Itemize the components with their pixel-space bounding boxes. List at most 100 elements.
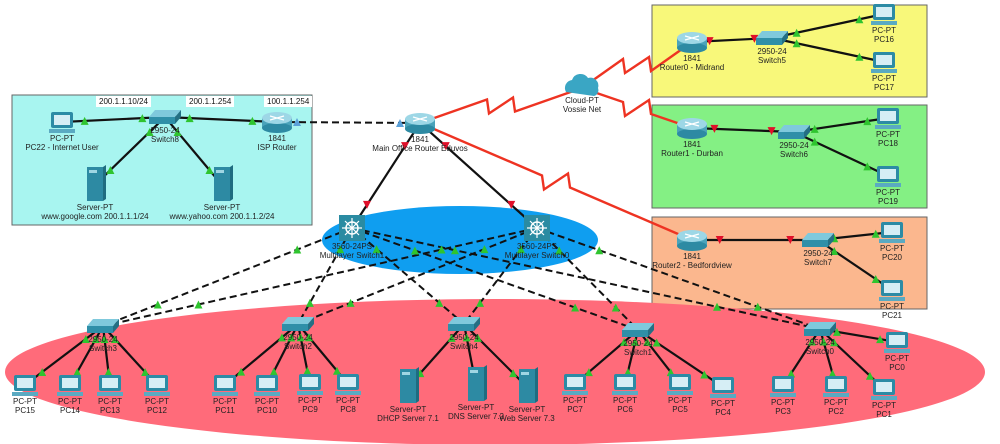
device-mls1[interactable] (339, 215, 365, 241)
link-status-switch3-pc12 (110, 334, 119, 343)
device-google[interactable] (87, 165, 106, 201)
serial-link-cloud-router0[interactable] (581, 41, 693, 89)
link-mls1-switch2[interactable] (297, 227, 353, 325)
link-switch5-pc17[interactable] (771, 36, 885, 64)
link-status-switch4-dns (462, 333, 471, 342)
link-mls0-switch1[interactable] (536, 227, 639, 331)
link-mls1-switch0[interactable] (351, 227, 821, 330)
device-pc15[interactable] (12, 375, 38, 396)
device-switch3[interactable] (87, 319, 119, 333)
device-pc1[interactable] (871, 379, 897, 400)
link-mls1-switch1[interactable] (351, 227, 639, 331)
link-status-mls1-switch1 (571, 303, 580, 312)
link-main_router-mls0[interactable] (419, 122, 538, 229)
device-switch8[interactable] (149, 110, 181, 124)
device-switch7[interactable] (802, 233, 834, 247)
device-pc21[interactable] (879, 280, 905, 301)
link-switch8-isp_router[interactable] (164, 115, 278, 124)
link-status-switch1-pc5 (643, 337, 652, 346)
server-icon (87, 167, 103, 201)
device-pc8[interactable] (335, 374, 361, 395)
link-mls1-switch4[interactable] (351, 227, 465, 325)
device-pc20[interactable] (879, 222, 905, 243)
link-status-switch6-pc19 (863, 162, 872, 171)
device-pc4[interactable] (710, 377, 736, 398)
link-mls0-switch4[interactable] (463, 227, 538, 325)
device-yahoo[interactable] (214, 165, 233, 201)
link-status-switch0-pc3 (807, 337, 816, 346)
ip-label-switch8-gw: 200.1.1.254 (186, 96, 235, 107)
link-pc22-switch8[interactable] (61, 115, 166, 124)
link-status-mls1-switch0 (450, 246, 459, 255)
device-pc0[interactable] (884, 332, 910, 353)
link-status-mls0-switch4 (476, 298, 485, 307)
link-switch6-pc19[interactable] (793, 131, 889, 177)
link-switch5-pc16[interactable] (771, 12, 885, 40)
link-status-switch0-pc2 (828, 369, 837, 378)
device-pc17[interactable] (871, 52, 897, 73)
link-isp_router-main_router[interactable] (276, 121, 421, 124)
device-pc16[interactable] (871, 4, 897, 25)
device-pc11[interactable] (212, 375, 238, 396)
server-icon (519, 369, 535, 403)
device-pc6[interactable] (612, 374, 638, 395)
link-main_router-mls1[interactable] (351, 122, 421, 229)
link-status-switch7-pc21 (871, 275, 880, 283)
link-switch7-pc21[interactable] (817, 239, 893, 291)
device-pc9[interactable] (297, 374, 323, 395)
link-mls1-switch3[interactable] (102, 227, 353, 327)
link-switch2-pc11[interactable] (224, 323, 299, 386)
device-router2[interactable] (677, 230, 707, 251)
device-dhcp[interactable] (400, 367, 419, 403)
device-dns[interactable] (468, 365, 487, 401)
device-switch2[interactable] (282, 317, 314, 331)
link-status-switch3-pc13 (100, 334, 109, 343)
link-mls0-switch2[interactable] (297, 227, 538, 325)
device-pc10[interactable] (254, 375, 280, 396)
link-status-switch5-pc16 (792, 28, 801, 37)
device-switch6[interactable] (778, 125, 810, 139)
link-switch3-pc15[interactable] (24, 325, 104, 386)
serial-link-main_router-cloud[interactable] (419, 86, 583, 125)
serial-link-main_router-router2[interactable] (419, 121, 693, 242)
link-status-mls0-switch3 (437, 245, 446, 254)
server-icon (468, 367, 484, 401)
device-switch5[interactable] (756, 31, 788, 45)
device-pc14[interactable] (57, 375, 83, 396)
device-pc22[interactable] (49, 112, 75, 133)
serial-link-cloud-router1[interactable] (581, 86, 693, 130)
ip-label-isp: 100.1.1.254 (264, 96, 313, 107)
link-mls0-switch3[interactable] (102, 227, 538, 327)
device-switch4[interactable] (448, 317, 480, 331)
device-web[interactable] (519, 367, 538, 403)
device-isp_router[interactable] (262, 112, 292, 133)
link-status-mls0-switch3 (194, 300, 203, 309)
switch-icon (448, 317, 480, 324)
device-pc5[interactable] (667, 374, 693, 395)
device-pc13[interactable] (97, 375, 123, 396)
device-router0[interactable] (677, 32, 707, 53)
device-router1[interactable] (677, 118, 707, 139)
device-switch1[interactable] (622, 323, 654, 337)
link-status-switch3-pc14 (91, 334, 100, 343)
device-pc7[interactable] (562, 374, 588, 395)
link-status-mls1-switch3 (153, 300, 162, 309)
device-pc18[interactable] (875, 108, 901, 129)
link-status-switch1-pc4 (700, 370, 709, 379)
device-pc3[interactable] (770, 376, 796, 397)
link-status-switch0-pc0 (876, 335, 885, 344)
link-mls0-switch0[interactable] (536, 227, 821, 330)
link-status-switch1-pc4 (652, 338, 661, 347)
link-switch1-pc4[interactable] (637, 329, 724, 388)
device-pc2[interactable] (823, 376, 849, 397)
device-pc19[interactable] (875, 166, 901, 187)
device-mls0[interactable] (524, 215, 550, 241)
device-main_router[interactable] (405, 113, 435, 134)
device-switch0[interactable] (804, 322, 836, 336)
device-cloud[interactable] (564, 73, 599, 96)
link-status-switch1-pc7 (584, 368, 593, 377)
device-pc12[interactable] (144, 375, 170, 396)
link-router1-switch6[interactable] (691, 126, 795, 134)
link-status-switch7-pc21 (830, 247, 839, 255)
